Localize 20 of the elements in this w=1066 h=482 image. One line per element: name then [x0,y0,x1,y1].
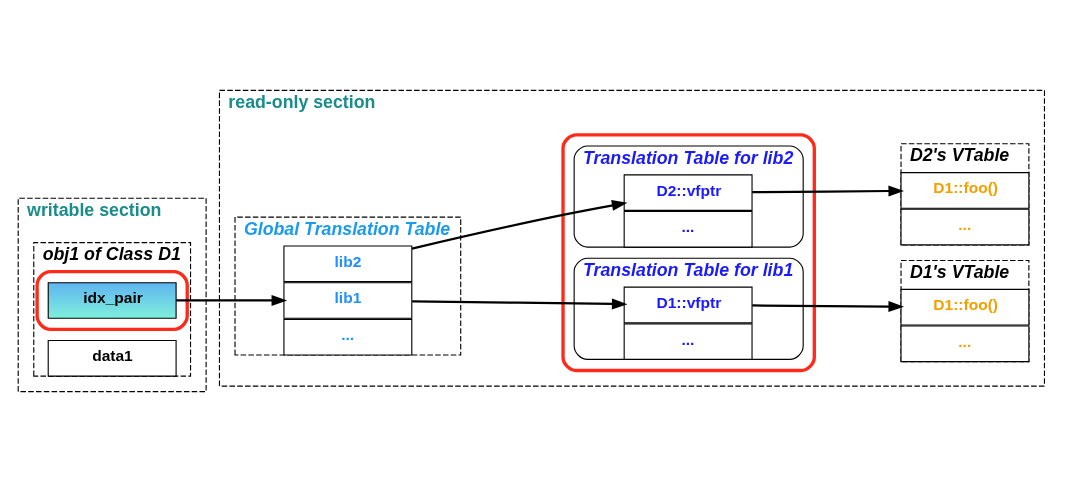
arrow [411,200,628,250]
arrow [176,295,288,306]
arrow [752,301,904,312]
node-box: idx_pair [47,282,177,319]
node-box: lib1 [283,282,413,319]
node-box: lib2 [283,245,413,283]
cluster [35,269,189,332]
node-box: ... [283,318,413,356]
cluster [561,133,816,373]
node-box: data1 [47,339,177,377]
arrow [752,185,905,197]
node-box: ... [900,208,1030,246]
node-box: D1::foo() [900,172,1030,209]
node-box: D1::vfptr [623,286,753,324]
node-box: ... [623,211,753,248]
node-box: ... [623,323,753,360]
node-box: D1::foo() [900,288,1030,326]
arrow [412,298,628,310]
node-box: D2::vfptr [623,174,753,211]
node-box: ... [900,325,1030,363]
